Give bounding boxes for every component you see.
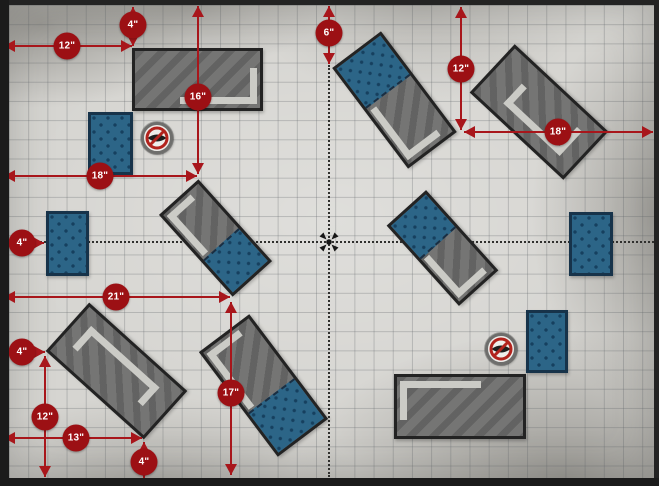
map-frame-right xyxy=(654,0,659,486)
map-frame-left xyxy=(0,0,9,486)
map-center-marker xyxy=(316,229,342,255)
arrowhead-right-icon xyxy=(219,291,230,303)
dimension-badge: 18" xyxy=(86,162,114,190)
dimension-badge: 4" xyxy=(8,229,36,257)
dimension-6in-top-center: 6" xyxy=(315,6,343,64)
cushion-mid-right[interactable] xyxy=(569,212,613,276)
dimension-4in-bottom: 4" xyxy=(130,442,158,478)
arrowhead-right-icon xyxy=(34,346,45,358)
no-sight-eye-icon xyxy=(489,337,513,361)
arrowhead-up-icon xyxy=(225,302,237,313)
arrowhead-down-icon xyxy=(225,464,237,475)
dimension-badge: 4" xyxy=(8,338,36,366)
arrowhead-up-icon xyxy=(455,7,467,18)
bench-band xyxy=(179,97,257,104)
dimension-badge: 6" xyxy=(315,19,343,47)
arrowhead-down-icon xyxy=(39,466,51,477)
no-sight-eye-marker-upper-left[interactable] xyxy=(141,122,173,154)
arrowhead-left-icon xyxy=(4,291,15,303)
arrowhead-down-icon xyxy=(323,53,335,64)
arrowhead-up-icon xyxy=(192,6,204,17)
arrowhead-right-icon xyxy=(33,237,44,249)
dimension-badge: 4" xyxy=(119,11,147,39)
dimension-13in: 13" xyxy=(4,424,142,452)
dimension-12in-top-left: 12" xyxy=(4,32,132,60)
arrowhead-down-icon xyxy=(127,35,139,46)
arrowhead-up-icon xyxy=(39,356,51,367)
arrowhead-right-icon xyxy=(186,170,197,182)
dimension-badge: 12" xyxy=(31,403,59,431)
vertical-centerline xyxy=(328,65,330,477)
bench-band xyxy=(250,68,257,104)
arrowhead-right-icon xyxy=(642,126,653,138)
dimension-16in-left: 16" xyxy=(184,6,212,174)
bench-band xyxy=(400,381,407,420)
arrowhead-up-icon xyxy=(138,442,150,453)
dimension-4in-top-left: 4" xyxy=(119,7,147,46)
dimension-21in: 21" xyxy=(4,283,230,311)
dimension-17in: 17" xyxy=(217,302,245,475)
arrowhead-left-icon xyxy=(4,432,15,444)
arrowhead-left-icon xyxy=(4,170,15,182)
dimension-12in-top-right: 12" xyxy=(447,7,475,130)
dimension-badge: 18" xyxy=(544,118,572,146)
arrowhead-down-icon xyxy=(455,119,467,130)
bench-band xyxy=(400,381,481,388)
dimension-4in-mid-left: 4" xyxy=(3,229,44,257)
dimension-18in-right: 18" xyxy=(464,118,653,146)
dimension-18in-left: 18" xyxy=(4,162,197,190)
arrowhead-down-icon xyxy=(192,163,204,174)
no-sight-eye-marker-lower-right[interactable] xyxy=(485,333,517,365)
dimension-badge: 12" xyxy=(53,32,81,60)
table-bottom-right[interactable] xyxy=(394,374,526,439)
arrowhead-left-icon xyxy=(464,126,475,138)
dimension-badge: 12" xyxy=(447,55,475,83)
arrowhead-right-icon xyxy=(121,40,132,52)
map-frame-top xyxy=(0,0,659,5)
arrowhead-right-icon xyxy=(131,432,142,444)
dimension-12in-bottom-left: 12" xyxy=(31,356,59,477)
cushion-lower-right[interactable] xyxy=(526,310,568,373)
arrowhead-left-icon xyxy=(4,40,15,52)
dimension-badge: 16" xyxy=(184,83,212,111)
cushion-mid-left[interactable] xyxy=(46,211,89,276)
dimension-badge: 21" xyxy=(102,283,130,311)
dimension-4in-lower-left: 4" xyxy=(3,338,45,366)
arrowhead-up-icon xyxy=(323,6,335,17)
dimension-badge: 17" xyxy=(217,379,245,407)
center-cross-icon xyxy=(319,232,339,252)
no-sight-eye-icon xyxy=(145,126,169,150)
map-frame-bottom xyxy=(0,478,659,486)
dimension-badge: 4" xyxy=(130,448,158,476)
dimension-badge: 13" xyxy=(62,424,90,452)
